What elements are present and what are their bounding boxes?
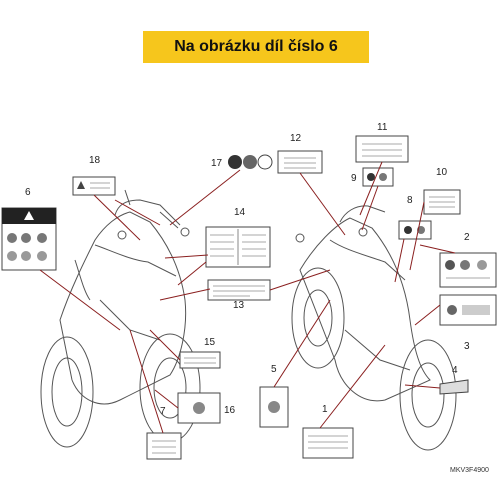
callout-2: 2 [464,232,470,243]
callout-11: 11 [377,122,388,133]
label-13 [207,279,271,301]
callout-18: 18 [89,155,101,166]
label-10 [423,189,461,215]
callout-10: 10 [436,167,448,178]
callout-6: 6 [25,187,31,198]
callout-8: 8 [407,195,413,206]
callout-3: 3 [464,341,470,352]
leader-lines [39,161,456,434]
callout-13: 13 [233,300,245,311]
callout-7: 7 [160,406,166,417]
label-15 [179,351,221,369]
label-11 [355,135,409,163]
callout-1: 1 [322,404,328,415]
label-5 [259,386,289,428]
callout-5: 5 [271,364,277,375]
label-14 [205,226,271,268]
label-4 [439,379,469,395]
scooter-left [40,189,201,448]
label-1 [302,427,354,459]
label-12 [277,150,323,174]
label-2 [439,252,497,288]
banner-text: Na obrázku díl číslo 6 [174,38,338,55]
label-17 [228,154,273,170]
callout-4: 4 [452,365,458,376]
label-18 [72,176,116,196]
callout-12: 12 [290,133,302,144]
callout-numbers: 1 2 3 4 5 6 7 8 9 10 11 12 13 14 15 16 1… [25,122,470,417]
label-16 [177,392,221,424]
diagram-code: MKV3F4900 [450,467,489,474]
callout-14: 14 [234,207,246,218]
label-6 [1,207,57,271]
callout-17: 17 [211,158,223,169]
label-9 [362,167,394,187]
label-3 [439,294,497,326]
callout-9: 9 [351,173,357,184]
label-8 [398,220,432,240]
title-banner: Na obrázku díl číslo 6 [143,31,369,63]
scooter-right [291,205,457,451]
callout-16: 16 [224,405,236,416]
callout-15: 15 [204,337,216,348]
label-7 [146,432,182,460]
